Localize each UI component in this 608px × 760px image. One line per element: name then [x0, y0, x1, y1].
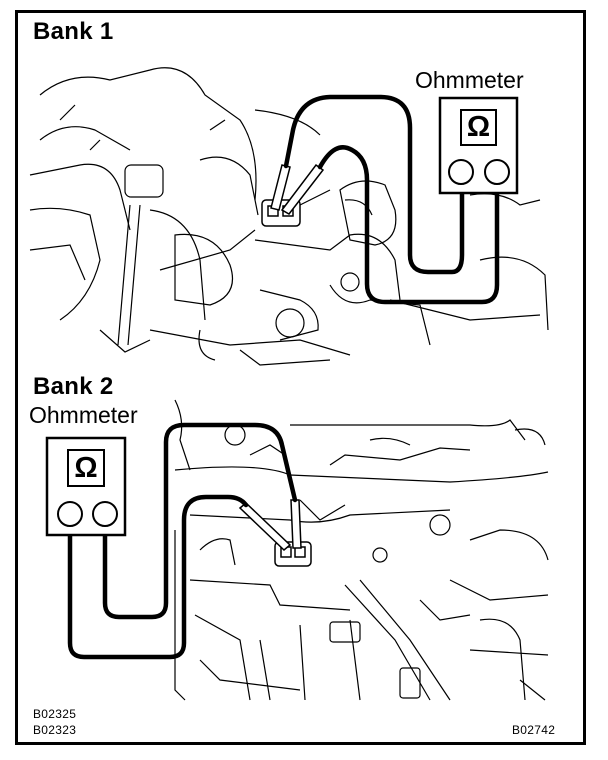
- bank1-test-leads: [283, 94, 500, 305]
- bank1-engine-sketch: [29, 67, 549, 366]
- bank2-test-leads: [67, 422, 298, 660]
- bank1-meter-label: Ohmmeter: [415, 67, 524, 93]
- bank1-title: Bank 1: [33, 18, 114, 45]
- bank2-title: Bank 2: [33, 373, 114, 400]
- bank1-test-probes: [270, 163, 325, 215]
- bank1-ohmmeter: [438, 96, 519, 195]
- bank1-ohm-icon: Ω: [466, 111, 491, 143]
- bank2-meter-label: Ohmmeter: [29, 402, 138, 428]
- figure-code-left-bottom: B02323: [33, 723, 77, 737]
- figure-frame: [15, 10, 586, 745]
- bank2-ohmmeter: [45, 436, 127, 537]
- figure-code-right: B02742: [512, 723, 556, 737]
- bank2-ohm-icon: Ω: [74, 452, 98, 484]
- figure-code-left-top: B02325: [33, 707, 77, 721]
- bank2-engine-sketch: [174, 399, 549, 701]
